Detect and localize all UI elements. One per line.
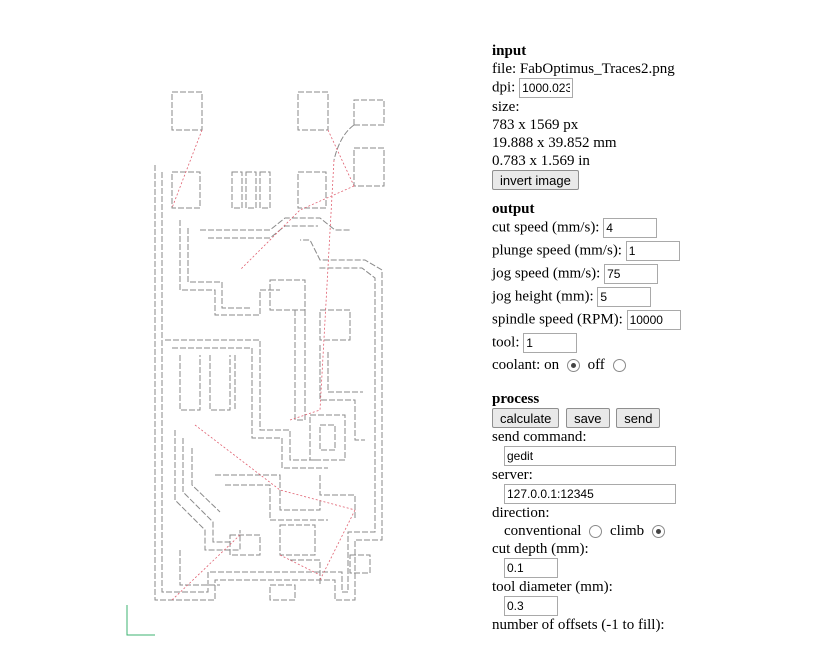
spindle-speed-label: spindle speed (RPM): [492, 311, 623, 328]
send-command-label: send command: [492, 429, 587, 445]
trace-outline [333, 99, 385, 161]
size-px: 783 x 1569 px [492, 117, 579, 133]
coolant-on-radio[interactable] [566, 359, 580, 373]
tool-diameter-label: tool diameter (mm): [492, 579, 613, 595]
jog-height-label: jog height (mm): [492, 288, 594, 305]
output-heading: output [492, 201, 535, 217]
cut-depth-label: cut depth (mm): [492, 541, 589, 557]
coolant-off-label: off [587, 357, 605, 373]
send-command-input[interactable] [504, 446, 676, 466]
tool-input[interactable] [523, 333, 578, 353]
origin-axis [126, 605, 155, 636]
tool-diameter-input[interactable] [504, 596, 558, 616]
climb-label: climb [609, 523, 645, 539]
coolant-label: coolant: on [492, 357, 560, 373]
dpi-label: dpi: [492, 79, 516, 96]
jog-speed-input[interactable] [604, 264, 659, 284]
plunge-speed-label: plunge speed (mm/s): [492, 242, 622, 259]
control-panel: input file: FabOptimus_Traces2.png dpi: … [492, 42, 822, 634]
server-input[interactable] [504, 484, 676, 504]
file-label: file: [492, 61, 517, 77]
input-heading: input [492, 43, 527, 59]
plunge-speed-input[interactable] [625, 241, 680, 261]
jog-speed-label: jog speed (mm/s): [492, 265, 601, 282]
pad-outline [171, 91, 203, 131]
direction-label: direction: [492, 505, 550, 521]
conventional-label: conventional [504, 523, 582, 539]
pad-outline [353, 147, 385, 187]
jog-path [171, 129, 356, 601]
climb-radio[interactable] [651, 525, 665, 539]
file-row: file: FabOptimus_Traces2.png [492, 60, 822, 78]
spindle-speed-input[interactable] [626, 310, 681, 330]
dpi-row: dpi: [492, 78, 822, 98]
board-outline [161, 172, 376, 593]
dpi-input[interactable] [519, 78, 574, 98]
pad-outline [297, 91, 329, 131]
jog-height-input[interactable] [597, 287, 652, 307]
invert-image-button[interactable]: invert image [492, 170, 579, 190]
calculate-button[interactable]: calculate [492, 408, 560, 428]
offsets-label: number of offsets (-1 to fill): [492, 617, 665, 633]
server-label: server: [492, 467, 533, 483]
size-in: 0.783 x 1.569 in [492, 153, 590, 169]
board-outline [154, 165, 383, 601]
coolant-off-radio[interactable] [612, 359, 626, 373]
file-name: FabOptimus_Traces2.png [519, 61, 675, 77]
tool-label: tool: [492, 334, 520, 351]
toolpath-preview [120, 80, 400, 644]
cut-depth-input[interactable] [504, 558, 558, 578]
cut-speed-label: cut speed (mm/s): [492, 219, 600, 236]
save-button[interactable]: save [566, 408, 610, 428]
cut-speed-input[interactable] [603, 218, 658, 238]
conventional-radio[interactable] [589, 525, 603, 539]
toolpath-canvas [126, 91, 385, 636]
send-button[interactable]: send [616, 408, 661, 428]
process-heading: process [492, 391, 540, 407]
size-mm: 19.888 x 39.852 mm [492, 135, 617, 151]
size-label: size: [492, 99, 520, 115]
